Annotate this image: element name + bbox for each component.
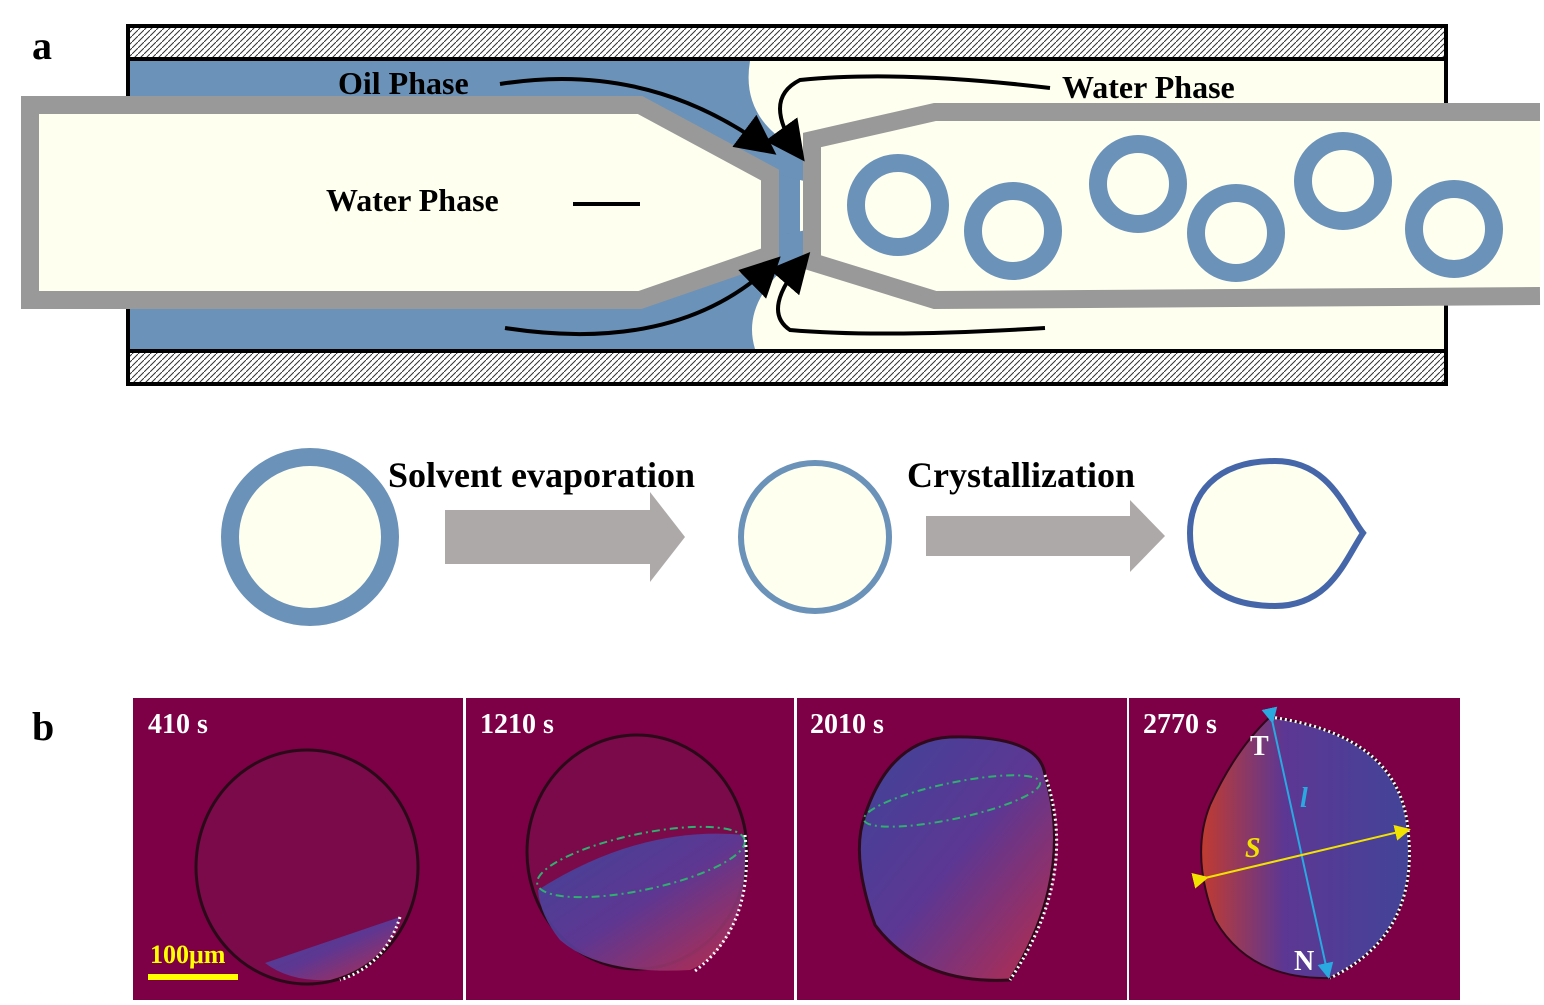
short-axis-label: S [1245, 833, 1261, 864]
frame-2770s: 2770 s T N l S [1129, 698, 1460, 1000]
long-axis-label: l [1300, 783, 1308, 814]
oil-flow-arrow-bottom [504, 256, 781, 337]
nose-label: N [1294, 946, 1314, 977]
droplet [1405, 180, 1503, 278]
frame-time-label: 2010 s [810, 709, 884, 740]
short-axis-arrow [1191, 824, 1411, 889]
frame-time-label: 1210 s [480, 709, 554, 740]
process-schematic: Solvent evaporation Crystallization [221, 448, 1367, 626]
panel-b-label: b [32, 704, 55, 749]
micrograph-series: 100μm 410 s 1210 s 2010 s 2770 s T N l S [133, 698, 1460, 1000]
droplet [1294, 132, 1392, 230]
microfluidic-device: Oil Phase Water Phase Water Phase [21, 24, 1541, 386]
droplet [1089, 135, 1187, 233]
droplet [964, 182, 1062, 280]
frame-time-label: 410 s [148, 709, 208, 740]
frame-2010s: 2010 s [797, 698, 1127, 1000]
droplet [1187, 184, 1285, 282]
water-flow-arrow-bottom [768, 251, 1046, 336]
droplet [847, 154, 949, 256]
frame-1210s: 1210 s [466, 698, 794, 1000]
water-flow-arrow-top [765, 74, 1051, 162]
frame-410s: 100μm 410 s [133, 698, 463, 1000]
step-solvent-evaporation-label: Solvent evaporation [388, 455, 695, 495]
crystallization-arrow-icon [926, 500, 1165, 572]
water-phase-outer-label: Water Phase [1062, 69, 1235, 105]
oil-flow-arrow-top [499, 76, 777, 155]
double-emulsion-droplets [847, 132, 1503, 282]
frame-time-label: 2770 s [1143, 709, 1217, 740]
tube-wall-top [130, 28, 1444, 58]
evaporated-droplet-icon [738, 460, 892, 614]
tube-wall-bottom [130, 352, 1444, 382]
scale-bar-label: 100μm [150, 940, 226, 969]
panel-a-label: a [32, 23, 52, 68]
water-phase-inner-label: Water Phase [326, 182, 499, 218]
tip-label: T [1250, 731, 1269, 762]
initial-droplet-icon [221, 448, 399, 626]
crystallized-shell-icon [1186, 457, 1367, 610]
scale-bar [148, 974, 238, 980]
evaporation-arrow-icon [445, 492, 685, 582]
oil-phase-label: Oil Phase [338, 65, 469, 101]
step-crystallization-label: Crystallization [907, 455, 1135, 495]
